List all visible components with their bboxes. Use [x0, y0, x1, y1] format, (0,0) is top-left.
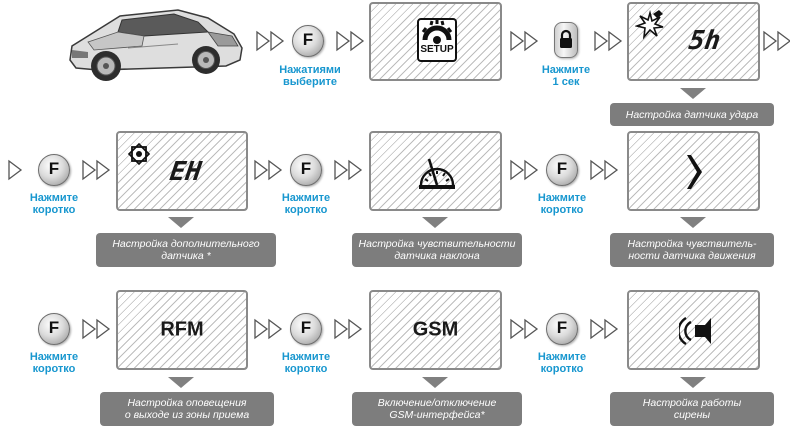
flow-arrows [82, 159, 112, 181]
flow-arrows [590, 159, 620, 181]
lcd-screen-extra-sensor: EH [116, 131, 248, 211]
siren-speaker-icon [677, 316, 713, 346]
f-button[interactable]: F [546, 313, 578, 345]
down-pointer [680, 377, 706, 388]
down-pointer [168, 217, 194, 228]
lcd-screen-motion [627, 131, 760, 211]
extra-code: EH [167, 157, 204, 187]
flow-arrows [334, 318, 364, 340]
lcd-screen-tilt [369, 131, 502, 211]
caption-motion-sensor: Настройка чувствитель-ности датчика движ… [610, 233, 774, 267]
flow-arrows [334, 159, 364, 181]
rfm-text: RFM [160, 318, 204, 341]
lcd-screen-gsm: GSM [369, 290, 502, 370]
f-button[interactable]: F [290, 313, 322, 345]
motion-sensor-icon [683, 153, 707, 191]
f-button[interactable]: F [38, 313, 70, 345]
setup-text: SETUP [420, 44, 454, 55]
flow-arrows [510, 30, 540, 52]
flow-arrows [254, 318, 284, 340]
flow-arrows [763, 30, 790, 52]
setup-gear-icon [417, 18, 457, 62]
extra-sensor-icon [124, 139, 154, 169]
flow-arrows [8, 159, 24, 181]
car-image [58, 2, 248, 88]
shock-code: 5h [686, 26, 723, 56]
flow-arrows [594, 30, 624, 52]
down-pointer [680, 217, 706, 228]
down-pointer [422, 377, 448, 388]
lock-button-icon[interactable] [554, 22, 578, 58]
lcd-screen-setup: SETUP [369, 2, 502, 81]
f-button[interactable]: F [546, 154, 578, 186]
flow-arrows [510, 318, 540, 340]
shock-sensor-icon [634, 9, 665, 40]
gsm-text: GSM [412, 318, 459, 341]
lcd-screen-rfm: RFM [116, 290, 248, 370]
f-button[interactable]: F [292, 25, 324, 57]
flow-arrows [336, 30, 366, 52]
flow-arrows [256, 30, 286, 52]
flow-arrows [82, 318, 112, 340]
down-pointer [168, 377, 194, 388]
f-button[interactable]: F [290, 154, 322, 186]
f-button[interactable]: F [38, 154, 70, 186]
flow-arrows [510, 159, 540, 181]
lcd-screen-siren [627, 290, 760, 370]
tilt-sensor-icon [417, 153, 457, 191]
caption-shock-sensor: Настройка датчика удара [610, 103, 774, 126]
down-pointer [680, 88, 706, 99]
down-pointer [422, 217, 448, 228]
lcd-screen-shock: 5h [627, 2, 760, 81]
flow-arrows [590, 318, 620, 340]
flow-arrows [254, 159, 284, 181]
